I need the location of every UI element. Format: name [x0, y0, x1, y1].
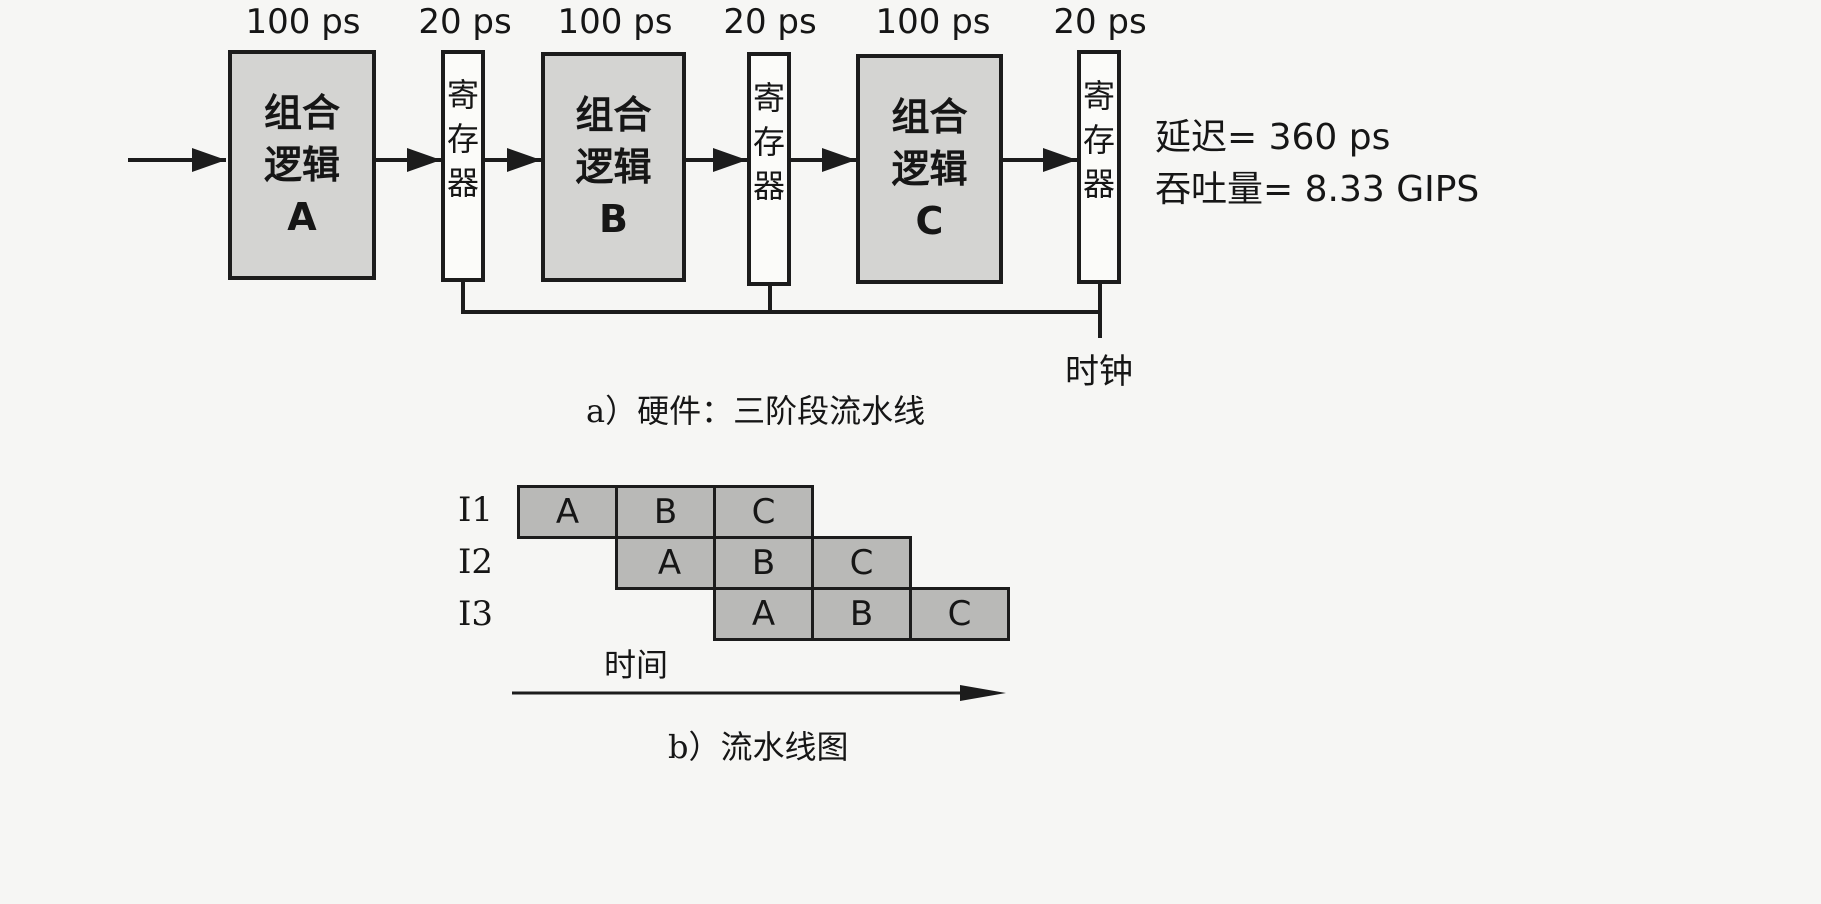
stage-cell: C [713, 485, 814, 539]
time-label: 时间 [604, 646, 669, 684]
row-label-i3: I3 [458, 594, 494, 634]
arrowhead [507, 148, 541, 172]
caption-a: a）硬件：三阶段流水线 [586, 392, 926, 430]
logic-name: A [287, 195, 317, 239]
row-label-i2: I2 [458, 542, 494, 582]
stage-cell: A [713, 587, 814, 641]
register-label: 寄存器 [1082, 77, 1115, 203]
arrowhead [1043, 148, 1077, 172]
clock-bus [461, 280, 1100, 314]
logic-label: 逻辑 [575, 145, 652, 189]
register-1-delay: 20 ps [418, 2, 512, 42]
stage-cell: B [713, 536, 814, 590]
logic-block-c: 组合 逻辑 C [856, 54, 1003, 284]
register-label: 寄存器 [446, 76, 479, 202]
time-arrowhead [960, 685, 1006, 701]
caption-b: b）流水线图 [668, 728, 849, 766]
logic-label: 逻辑 [263, 143, 340, 187]
arrowhead [407, 148, 441, 172]
logic-a-delay: 100 ps [245, 2, 361, 42]
stage-cell: A [517, 485, 618, 539]
register-label: 寄存器 [752, 79, 785, 205]
register-1: 寄存器 [441, 50, 485, 282]
logic-label: 组合 [263, 91, 340, 135]
logic-b-delay: 100 ps [557, 2, 673, 42]
logic-block-b: 组合 逻辑 B [541, 52, 686, 282]
register-2: 寄存器 [747, 52, 791, 286]
latency-text: 延迟= 360 ps [1155, 117, 1391, 158]
arrowhead [822, 148, 856, 172]
row-label-i1: I1 [458, 490, 494, 530]
stage-cell: C [909, 587, 1010, 641]
register-2-delay: 20 ps [723, 2, 817, 42]
throughput-text: 吞吐量= 8.33 GIPS [1155, 169, 1480, 210]
stage-cell: A [615, 536, 716, 590]
logic-block-a: 组合 逻辑 A [228, 50, 376, 280]
logic-label: 组合 [891, 95, 968, 139]
logic-name: C [915, 199, 944, 243]
logic-label: 逻辑 [891, 147, 968, 191]
register-3-delay: 20 ps [1053, 2, 1147, 42]
logic-label: 组合 [575, 93, 652, 137]
stage-cell: B [811, 587, 912, 641]
arrowhead [713, 148, 747, 172]
clock-label: 时钟 [1065, 352, 1133, 392]
register-3: 寄存器 [1077, 50, 1121, 284]
stage-cell: C [811, 536, 912, 590]
logic-c-delay: 100 ps [875, 2, 991, 42]
stage-cell: B [615, 485, 716, 539]
arrowhead [192, 148, 226, 172]
logic-name: B [599, 197, 628, 241]
